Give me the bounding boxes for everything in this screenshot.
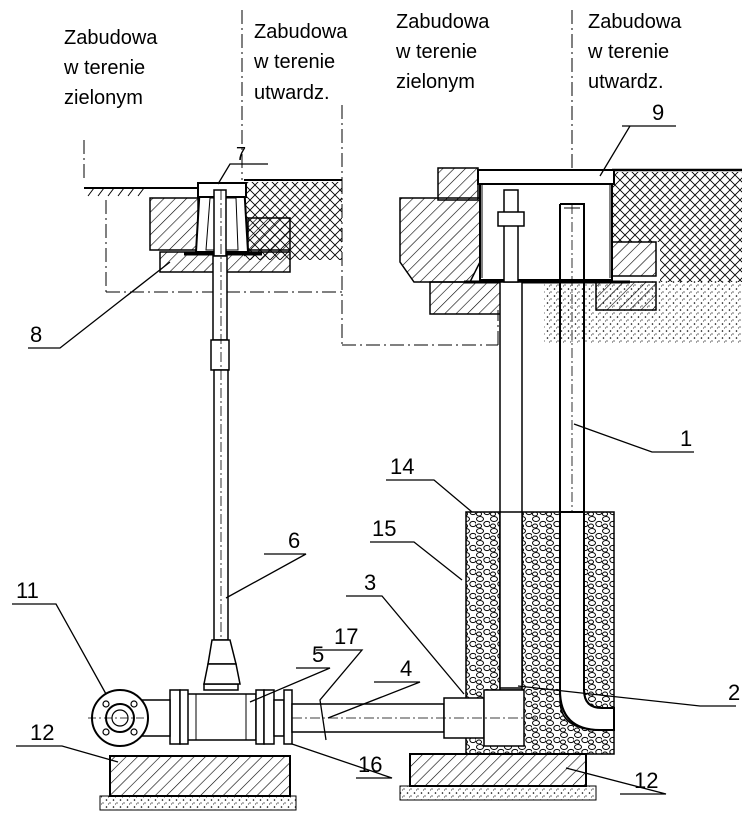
foundation-blocks [99,753,597,811]
callout-15: 15 [372,516,396,541]
zone-text-line: zielonym [64,87,143,109]
callout-11: 11 [16,578,39,603]
zone-text-line: Zabudowa [396,11,490,33]
zone-label-right-paved: Zabudowa w terenie utwardz. [587,11,682,93]
zone-label-right-green: Zabudowa w terenie zielonym [395,11,490,93]
callout-9: 9 [652,100,664,125]
zone-text-line: w terenie [63,57,145,79]
zone-text-line: utwardz. [254,82,330,104]
callout-16: 16 [358,752,382,777]
callout-numbers: 7 8 9 1 2 3 4 5 6 11 12 12 14 15 16 17 [16,100,740,793]
callout-4: 4 [400,656,412,681]
leader-lines [12,125,736,795]
callout-8: 8 [30,322,42,347]
callout-1: 1 [680,426,692,451]
callout-2: 2 [728,680,740,705]
callout-5: 5 [312,642,324,667]
zone-text-line: w terenie [587,41,669,63]
zone-text-line: zielonym [396,71,475,93]
callout-12-left: 12 [30,720,54,745]
callout-3: 3 [364,570,376,595]
zone-label-left-paved: Zabudowa w terenie utwardz. [253,21,348,104]
zone-text-line: Zabudowa [254,21,348,43]
callout-6: 6 [288,528,300,553]
zone-text-line: utwardz. [588,71,664,93]
zone-label-left-green: Zabudowa w terenie zielonym [63,27,158,109]
zone-text-line: Zabudowa [588,11,682,33]
horizontal-service-pipe [291,689,540,747]
right-street-box [399,167,742,344]
zone-text-line: Zabudowa [64,27,158,49]
callout-7: 7 [236,144,246,164]
callout-14: 14 [390,454,414,479]
gate-valve [88,639,293,747]
zone-text-line: w terenie [253,51,335,73]
zone-text-line: w terenie [395,41,477,63]
left-spindle-extension [210,189,230,641]
callout-17: 17 [334,624,358,649]
callout-12-right: 12 [634,768,658,793]
